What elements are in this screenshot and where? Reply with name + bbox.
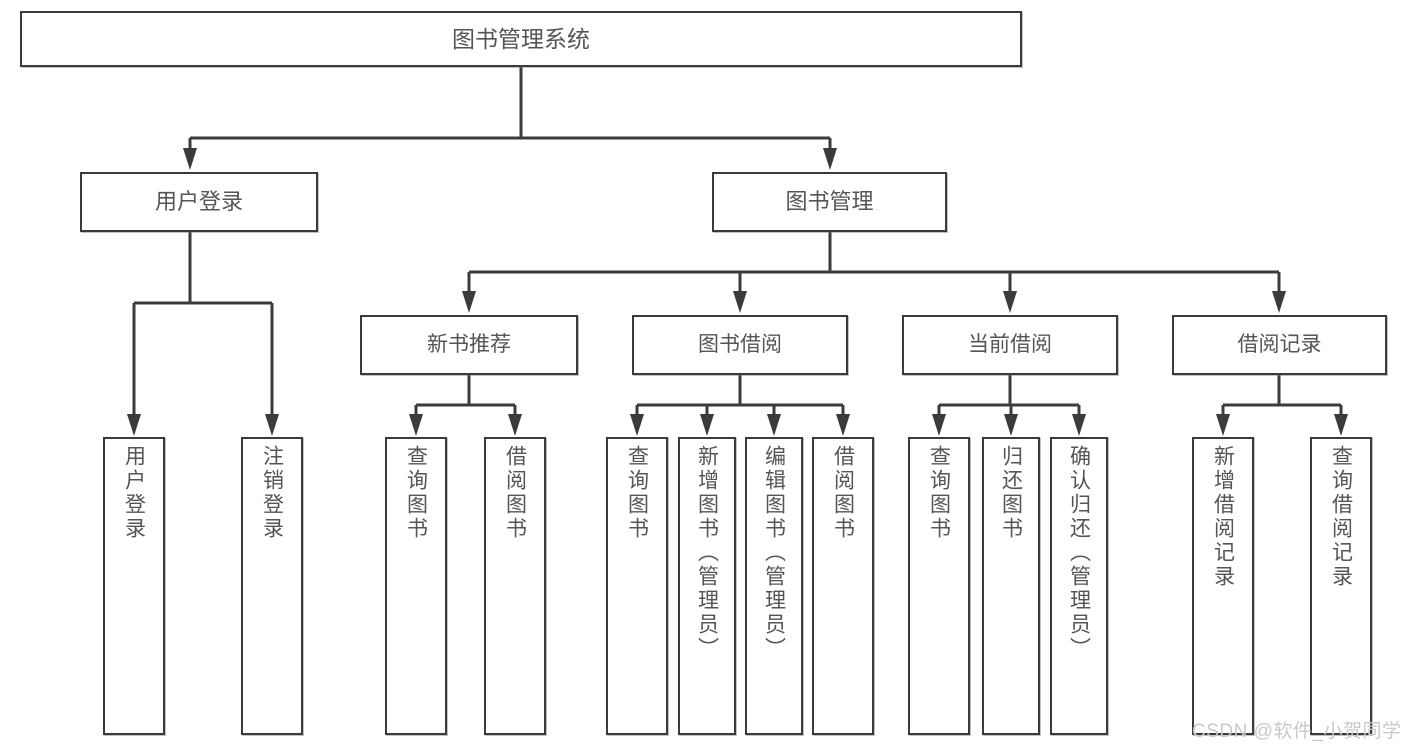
node-root-label: 图书管理系统 [452, 25, 590, 52]
node-leaf-8[interactable]: 查询图书 [908, 437, 970, 735]
edge-group [132, 67, 1343, 430]
arrow-bo-c4 [836, 414, 850, 436]
node-level3-3-label: 借阅记录 [1237, 332, 1322, 356]
arrow-bo-c3 [767, 414, 781, 436]
csdn-watermark: CSDN @软件_小贺同学 [1192, 721, 1402, 742]
arrow-cu-c2 [1004, 414, 1018, 436]
node-level3-0-label: 新书推荐 [427, 332, 511, 356]
node-leaf-1-label: 注销登录 [260, 445, 284, 541]
node-level3-2-label: 当前借阅 [968, 332, 1052, 356]
node-leaf-9-label: 归还图书 [999, 445, 1023, 541]
arrow-new-book [462, 291, 476, 313]
arrow-nb-c2 [508, 414, 522, 436]
node-level2-1-label: 图书管理 [785, 189, 874, 215]
node-leaf-4[interactable]: 查询图书 [606, 437, 668, 735]
arrow-book-mgmt [823, 148, 837, 170]
node-leaf-6[interactable]: 编辑图书（管理员） [745, 437, 803, 735]
node-leaf-10-label: 确认归还（管理员） [1067, 445, 1091, 661]
node-leaf-2[interactable]: 查询图书 [385, 437, 447, 735]
node-leaf-12[interactable]: 查询借阅记录 [1310, 437, 1372, 735]
node-leaf-4-label: 查询图书 [625, 445, 649, 541]
node-leaf-3-label: 借阅图书 [503, 445, 527, 541]
arrow-cu-c3 [1072, 414, 1086, 436]
arrow-re-c2 [1334, 414, 1348, 436]
node-leaf-3[interactable]: 借阅图书 [484, 437, 546, 735]
node-level2-1[interactable]: 图书管理 [712, 172, 947, 232]
arrow-nb-c1 [409, 414, 423, 436]
node-root[interactable]: 图书管理系统 [20, 11, 1022, 67]
node-leaf-11-label: 新增借阅记录 [1211, 445, 1235, 589]
node-leaf-0-label: 用户登录 [122, 445, 146, 541]
node-leaf-9[interactable]: 归还图书 [982, 437, 1040, 735]
node-leaf-2-label: 查询图书 [404, 445, 428, 541]
node-level3-1[interactable]: 图书借阅 [632, 315, 848, 375]
arrow-record [1272, 291, 1286, 313]
node-level3-1-label: 图书借阅 [698, 332, 782, 356]
arrow-bo-c2 [700, 414, 714, 436]
node-level2-0[interactable]: 用户登录 [80, 172, 318, 232]
node-leaf-6-label: 编辑图书（管理员） [762, 445, 786, 661]
node-leaf-10[interactable]: 确认归还（管理员） [1050, 437, 1108, 735]
arrow-current [1003, 291, 1017, 313]
node-leaf-11[interactable]: 新增借阅记录 [1192, 437, 1254, 735]
node-level3-3[interactable]: 借阅记录 [1172, 315, 1387, 375]
arrow-leaf-logout [265, 414, 279, 436]
node-leaf-0[interactable]: 用户登录 [103, 437, 165, 735]
arrow-bo-c1 [630, 414, 644, 436]
node-level2-0-label: 用户登录 [154, 189, 243, 215]
arrow-cu-c1 [932, 414, 946, 436]
arrow-leaf-user-login [127, 414, 141, 436]
node-level3-2[interactable]: 当前借阅 [902, 315, 1118, 375]
node-leaf-12-label: 查询借阅记录 [1329, 445, 1353, 589]
node-leaf-8-label: 查询图书 [927, 445, 951, 541]
arrow-re-c1 [1216, 414, 1230, 436]
node-leaf-5[interactable]: 新增图书（管理员） [678, 437, 736, 735]
node-level3-0[interactable]: 新书推荐 [360, 315, 578, 375]
node-leaf-7-label: 借阅图书 [831, 445, 855, 541]
node-leaf-7[interactable]: 借阅图书 [812, 437, 874, 735]
node-leaf-1[interactable]: 注销登录 [241, 437, 303, 735]
arrow-borrow [733, 291, 747, 313]
arrow-user-login [183, 148, 197, 170]
node-leaf-5-label: 新增图书（管理员） [695, 445, 719, 661]
